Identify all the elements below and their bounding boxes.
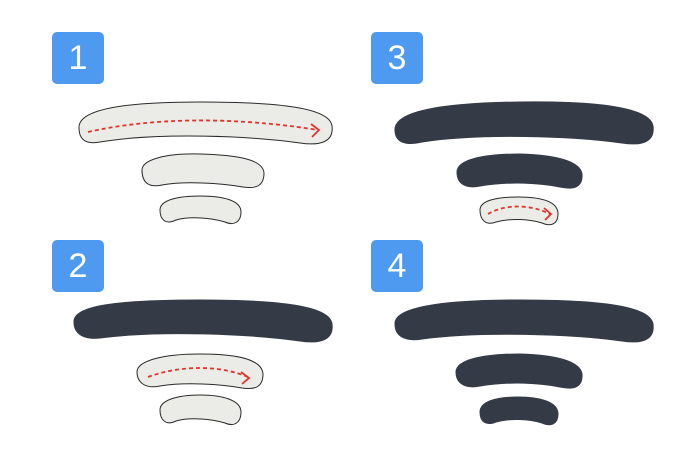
wifi-strokes-diagram	[78, 101, 333, 225]
wifi-stroke-1-drawn	[394, 101, 654, 145]
wifi-stroke-3	[159, 195, 242, 225]
dashed-arrow-right-icon	[147, 367, 249, 378]
wifi-stroke-2-drawn	[455, 353, 583, 389]
wifi-strokes-diagram	[394, 101, 654, 226]
dashed-arrow-right-icon	[487, 205, 551, 215]
wifi-stroke-1	[78, 101, 333, 145]
wifi-stroke-3	[159, 394, 242, 426]
step-number-badge: 2	[52, 240, 104, 292]
arrowhead-icon	[310, 123, 321, 138]
wifi-stroke-1-drawn	[73, 299, 333, 343]
wifi-stroke-1-drawn	[394, 299, 654, 343]
wifi-strokes-diagram	[73, 299, 333, 426]
step-4-panel: 4	[350, 232, 700, 464]
step-number-badge: 4	[371, 240, 423, 292]
wifi-stroke-2	[136, 353, 264, 390]
wifi-stroke-3	[479, 196, 559, 226]
arrowhead-icon	[240, 371, 251, 385]
step-1-panel: 1	[0, 0, 350, 232]
wifi-stroke-3-drawn	[479, 396, 559, 426]
step-3-panel: 3	[350, 0, 700, 232]
wifi-strokes-diagram	[394, 299, 654, 426]
step-2-panel: 2	[0, 232, 350, 464]
wifi-stroke-2	[141, 153, 265, 189]
step-number-badge: 1	[52, 32, 104, 84]
dashed-arrow-right-icon	[87, 119, 319, 133]
step-number-badge: 3	[371, 32, 423, 84]
wifi-stroke-2-drawn	[456, 153, 583, 189]
arrowhead-icon	[543, 207, 553, 221]
